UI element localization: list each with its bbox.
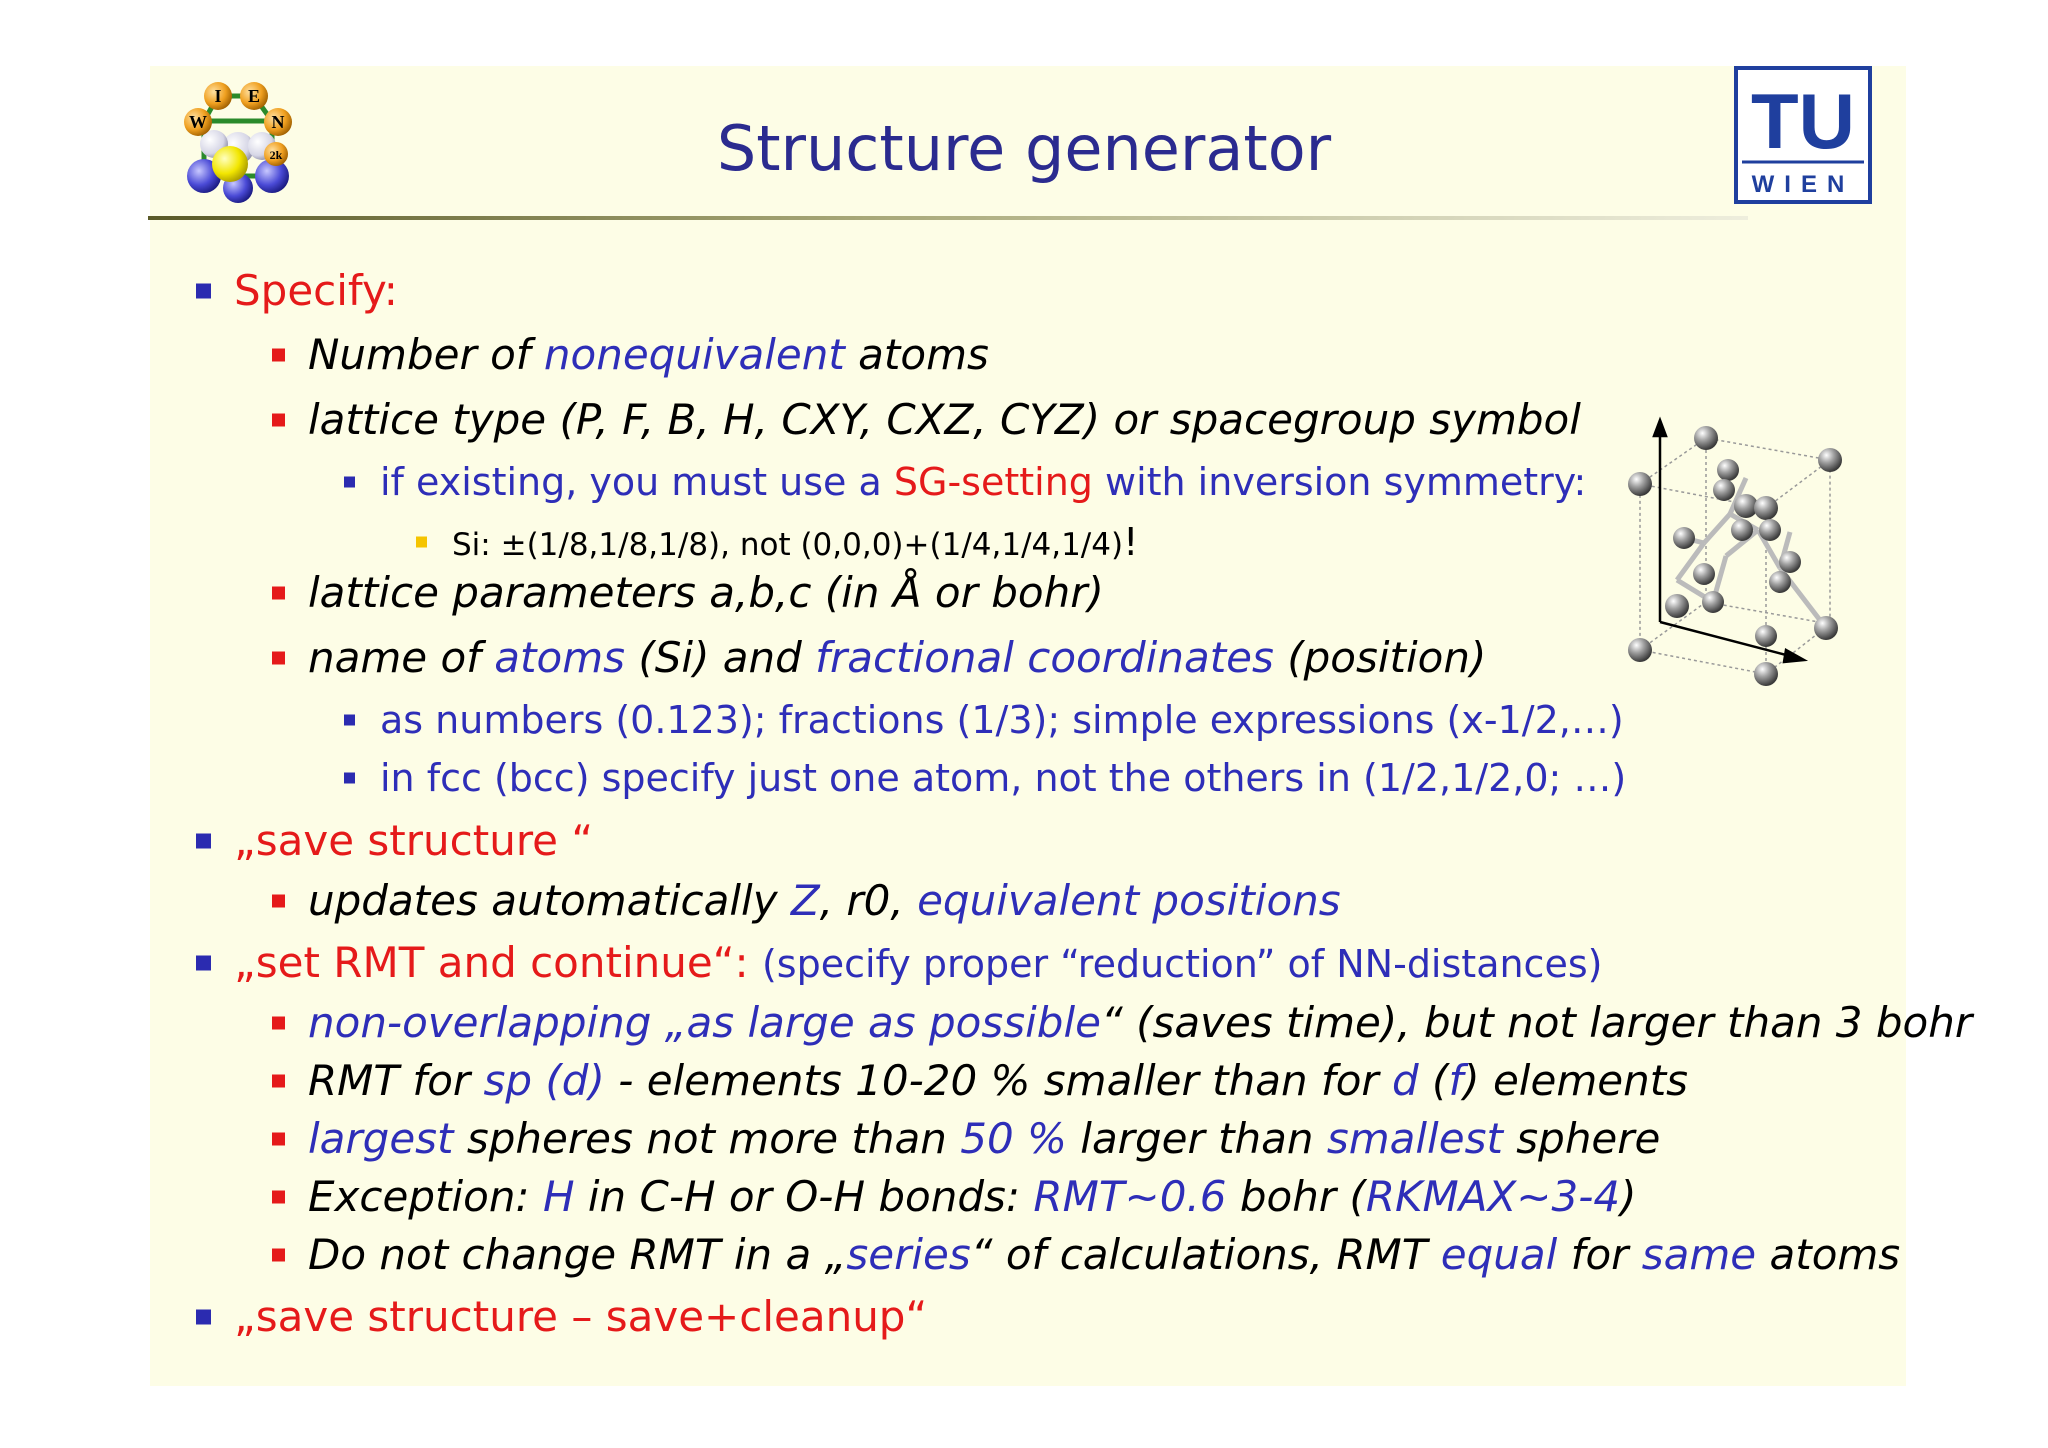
bullet-marker <box>344 476 355 488</box>
bullet-largest-spheres: largest spheres not more than 50 % large… <box>268 1114 1660 1163</box>
logo-letter-e: E <box>248 86 260 106</box>
bullet-marker <box>272 1190 285 1203</box>
bullet-lattice-parameters: lattice parameters a,b,c (in Å or bohr) <box>268 568 1104 617</box>
bullet-marker <box>272 894 285 907</box>
logo-letter-w: W <box>189 112 207 132</box>
crystal-structure-illustration <box>1628 416 1842 686</box>
bullet-marker <box>416 536 427 548</box>
bullet-marker <box>196 1309 211 1324</box>
bullet-marker <box>272 348 285 361</box>
bullet-marker <box>344 714 355 726</box>
page-title: Structure generator <box>716 112 1332 185</box>
bullet-save-structure: „save structure “ <box>196 816 593 865</box>
bullet-marker <box>272 586 285 599</box>
bullet-marker <box>272 1132 285 1145</box>
bullet-specify: Specify: <box>196 266 398 315</box>
bullet-si-example: Si: ±(1/8,1/8,1/8), not (0,0,0)+(1/4,1/4… <box>414 520 1138 564</box>
bullet-number-of-atoms: Number of nonequivalent atoms <box>268 330 989 379</box>
bullet-marker <box>272 1248 285 1261</box>
bullet-marker <box>272 651 285 664</box>
bullet-marker <box>344 772 355 784</box>
bullet-marker <box>272 1074 285 1087</box>
tu-logo-main-text: TU <box>1751 77 1855 165</box>
slide-background <box>150 66 1906 1386</box>
logo-letter-i: I <box>214 86 221 106</box>
bullet-number-formats: as numbers (0.123); fractions (1/3); sim… <box>342 698 1624 742</box>
bullet-non-overlapping: non-overlapping „as large as possible“ (… <box>268 998 1972 1047</box>
wien2k-logo: W I E N 2k <box>184 82 292 203</box>
bullet-fcc-bcc: in fcc (bcc) specify just one atom, not … <box>342 756 1626 800</box>
logo-letter-2k: 2k <box>270 148 283 162</box>
bullet-marker <box>272 1016 285 1029</box>
bullet-exception: Exception: H in C-H or O-H bonds: RMT~0.… <box>268 1172 1636 1221</box>
logo-letter-n: N <box>272 112 285 132</box>
bullet-rmt-for-sp: RMT for sp (d) - elements 10-20 % smalle… <box>268 1056 1688 1105</box>
bullet-marker <box>196 283 211 298</box>
bullet-set-rmt: „set RMT and continue“: (specify proper … <box>196 938 1602 987</box>
bullet-save-cleanup: „save structure – save+cleanup“ <box>196 1292 927 1341</box>
bullet-marker <box>196 955 211 970</box>
bullet-lattice-type: lattice type (P, F, B, H, CXY, CXZ, CYZ)… <box>268 395 1581 444</box>
tu-logo-sub-text: WIEN <box>1752 171 1855 198</box>
tu-wien-logo: TU WIEN <box>1734 66 1872 204</box>
bullet-marker <box>272 413 285 426</box>
title-divider <box>148 216 1748 220</box>
bullet-updates-automatically: updates automatically Z, r0, equivalent … <box>268 876 1341 925</box>
bullet-do-not-change-rmt: Do not change RMT in a „series“ of calcu… <box>268 1230 1900 1279</box>
bullet-sg-setting: if existing, you must use a SG-setting w… <box>342 460 1586 504</box>
bullet-marker <box>196 833 211 848</box>
bullet-atom-names: name of atoms (Si) and fractional coordi… <box>268 633 1486 682</box>
